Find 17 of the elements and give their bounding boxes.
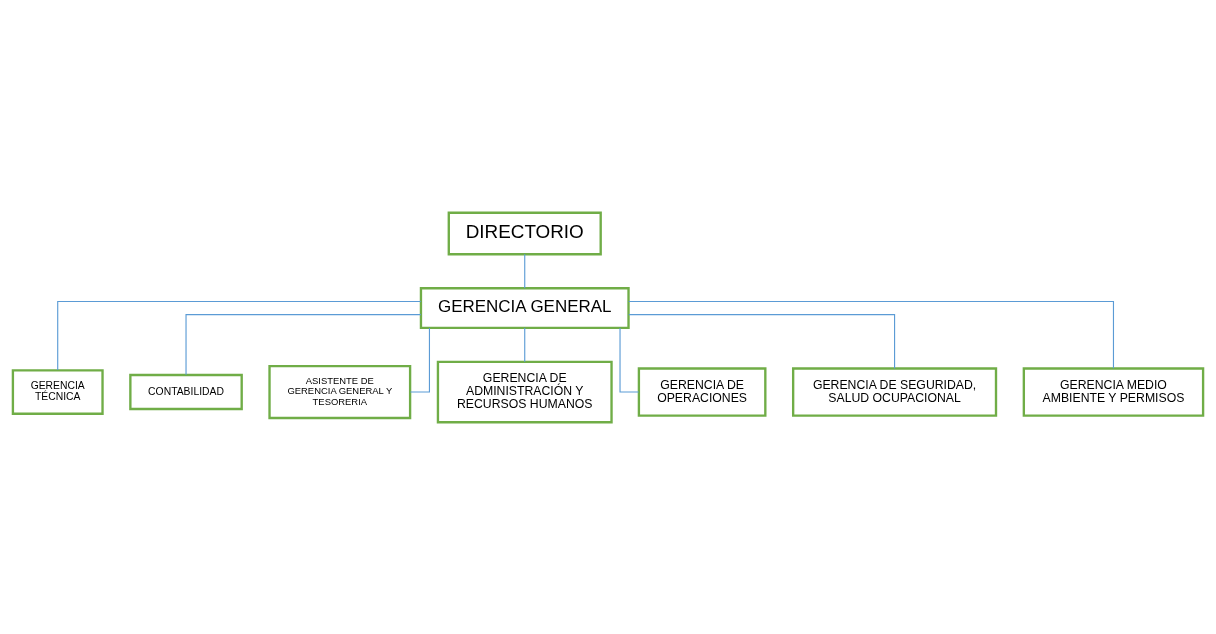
connector	[628, 300, 1115, 369]
node-box: GERENCIA TÉCNICA	[11, 368, 104, 415]
connector	[524, 326, 526, 362]
node-box: GERENCIA DE SEGURIDAD, SALUD OCUPACIONAL	[792, 366, 998, 417]
connector	[524, 253, 526, 289]
connector	[628, 313, 896, 369]
node-box: GERENCIA DE ADMINISTRACIÓN Y RECURSOS HUMANOS	[436, 360, 613, 423]
connector	[409, 326, 430, 393]
node-box: GERENCIA GENERAL	[419, 286, 630, 329]
connector	[185, 313, 422, 375]
node-box: CONTABILIDAD	[129, 373, 243, 410]
node-box: GERENCIA DE OPERACIONES	[637, 366, 767, 417]
connector	[57, 300, 422, 371]
node-box: GERENCIA MEDIO AMBIENTE Y PERMISOS	[1022, 366, 1205, 417]
node-box: ASISTENTE DE GERENCIA GENERAL Y TESORERIA	[268, 364, 412, 419]
node-box: DIRECTORIO	[447, 211, 602, 255]
connector	[619, 326, 640, 393]
